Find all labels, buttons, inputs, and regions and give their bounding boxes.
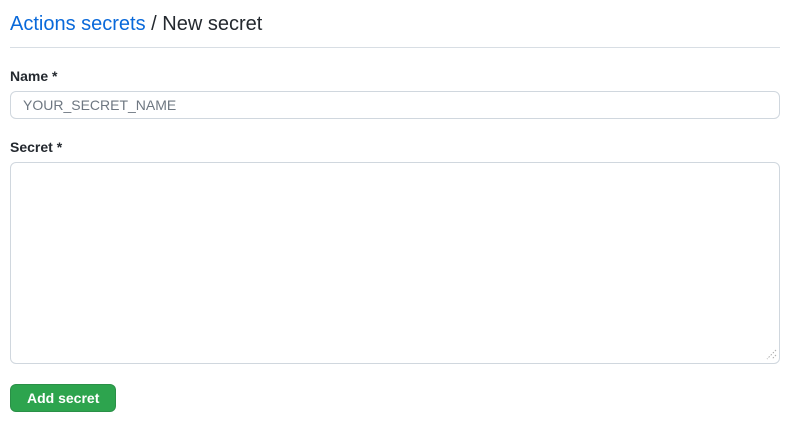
secret-name-input[interactable] (10, 91, 780, 119)
content-container: Actions secrets / New secret Name * Secr… (10, 0, 780, 412)
name-required-indicator: * (52, 68, 58, 84)
secret-value-textarea[interactable] (10, 162, 780, 364)
add-secret-button[interactable]: Add secret (10, 384, 117, 412)
breadcrumb: Actions secrets / New secret (10, 0, 780, 48)
resize-grip-icon[interactable] (766, 349, 777, 360)
name-label-text: Name (10, 68, 49, 84)
page-title: New secret (162, 13, 263, 35)
breadcrumb-actions-secrets-link[interactable]: Actions secrets (10, 13, 146, 35)
secret-field-label: Secret * (10, 140, 780, 154)
secret-label-text: Secret (10, 139, 53, 155)
secret-textarea-wrapper (10, 162, 780, 364)
breadcrumb-separator: / (151, 13, 157, 35)
secret-required-indicator: * (56, 139, 63, 155)
name-field-label: Name * (10, 69, 780, 83)
